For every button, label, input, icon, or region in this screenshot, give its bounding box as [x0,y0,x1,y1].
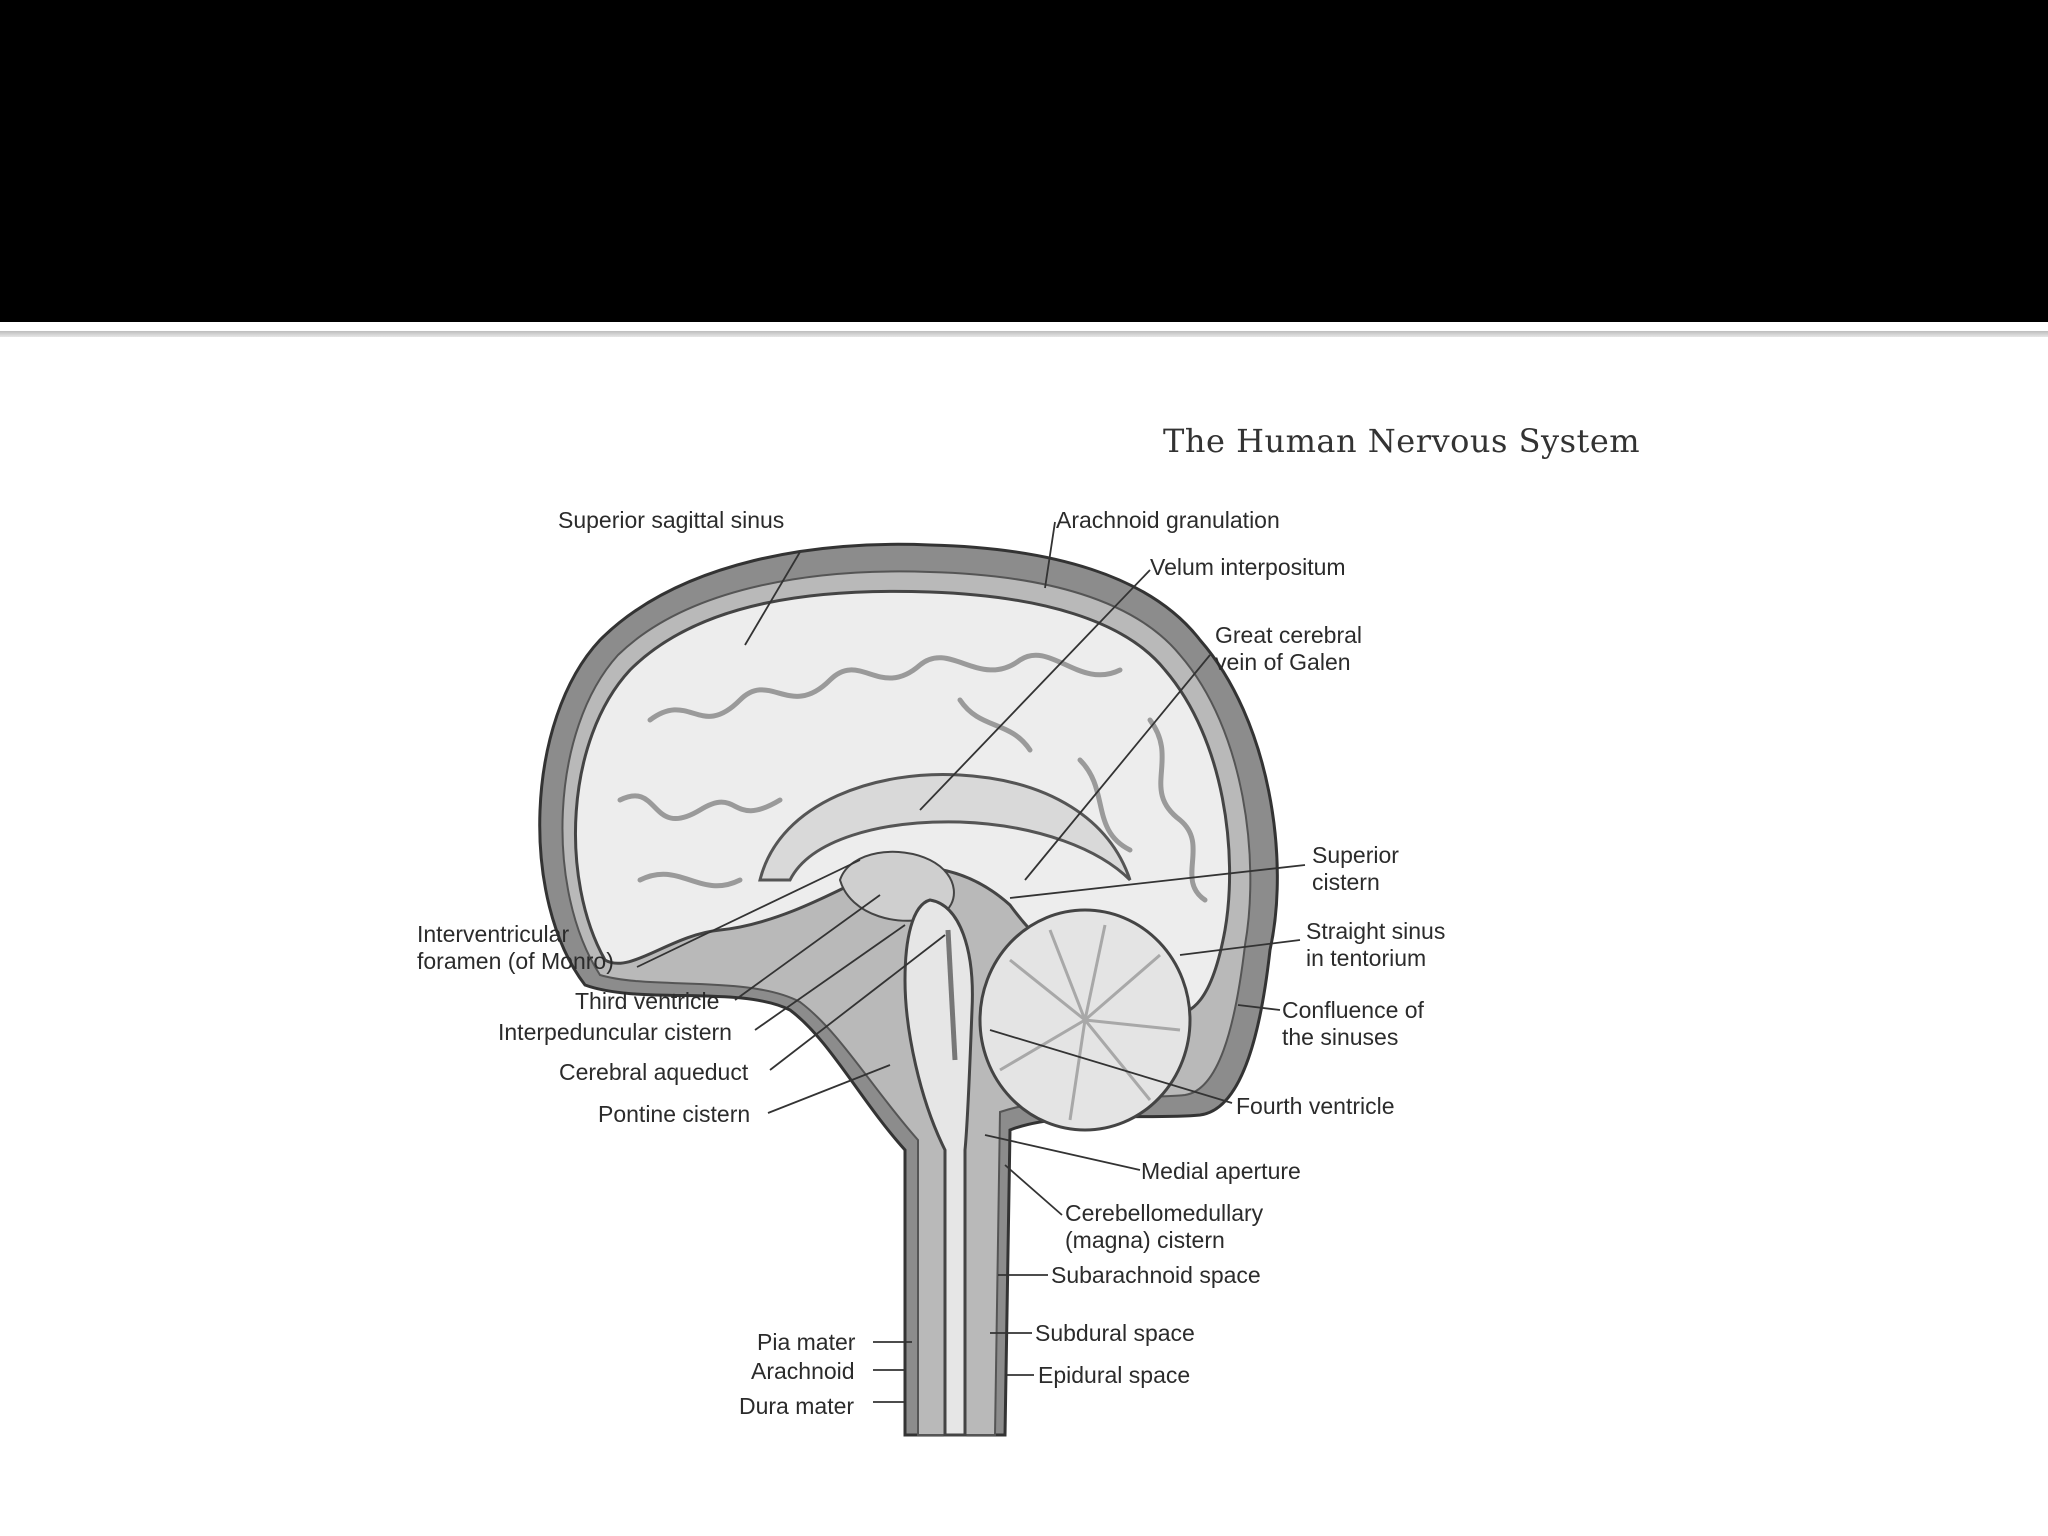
label-line: Superior [1312,842,1399,868]
label-pia-mater: Pia mater [757,1329,856,1355]
label-superior-cistern: Superior cistern [1312,842,1399,896]
gyri-folds [617,652,1208,903]
label-line: (magna) cistern [1065,1227,1225,1253]
label-line: Straight sinus [1306,918,1446,944]
label-cerebral-aqueduct: Cerebral aqueduct [559,1059,749,1085]
label-subarachnoid-space: Subarachnoid space [1051,1262,1261,1288]
label-line: Cerebellomedullary [1065,1200,1264,1226]
cerebellum-folia [999,924,1181,1121]
label-great-cerebral-vein: Great cerebral vein of Galen [1215,622,1362,676]
label-arachnoid: Arachnoid [751,1358,855,1384]
label-straight-sinus: Straight sinus in tentorium [1306,918,1445,972]
label-line: cistern [1312,869,1380,895]
corpus-callosum [758,772,1132,882]
label-arachnoid-granulation: Arachnoid granulation [1056,507,1280,533]
label-epidural-space: Epidural space [1038,1362,1191,1388]
label-line: in tentorium [1306,945,1427,971]
figure-title: The Human Nervous System [1163,422,1641,460]
label-velum-interpositum: Velum interpositum [1150,554,1346,580]
label-line: foramen (of Monro) [417,948,614,974]
label-dura-mater: Dura mater [739,1393,855,1419]
cerebral-aqueduct-channel [945,929,958,1061]
header-divider [0,331,2048,337]
label-confluence-sinuses: Confluence of the sinuses [1282,997,1424,1051]
label-line: Great cerebral [1215,622,1363,648]
leader-lines [636,521,1306,1403]
label-third-ventricle: Third ventricle [575,988,720,1014]
label-line: Confluence of [1282,997,1424,1023]
label-interventricular-foramen: Interventricular foramen (of Monro) [417,921,614,975]
label-line: vein of Galen [1215,649,1351,675]
label-subdural-space: Subdural space [1035,1320,1195,1346]
label-line: Interventricular [417,921,570,947]
slide-header-bar [0,0,2048,322]
label-medial-aperture: Medial aperture [1141,1158,1301,1184]
label-line: the sinuses [1282,1024,1399,1050]
label-cerebellomedullary-cistern: Cerebellomedullary (magna) cistern [1065,1200,1263,1254]
label-superior-sagittal-sinus: Superior sagittal sinus [558,507,785,533]
label-fourth-ventricle: Fourth ventricle [1236,1093,1395,1119]
label-pontine-cistern: Pontine cistern [598,1101,751,1127]
label-interpeduncular-cistern: Interpeduncular cistern [498,1019,732,1045]
